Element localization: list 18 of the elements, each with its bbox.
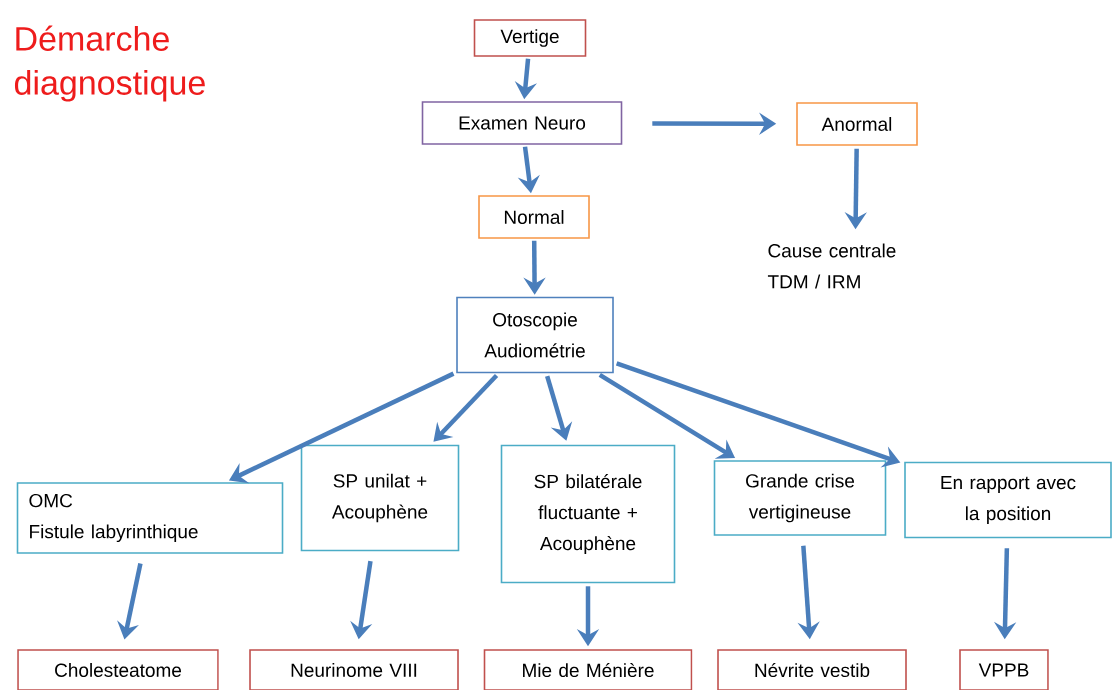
title: Démarche diagnostique (14, 25, 205, 102)
process-box: Grande crise vertigineuse (713, 460, 887, 536)
process-box: OMC Fistule labyrinthique (16, 482, 284, 554)
process-box: Anormal (796, 102, 918, 146)
process-box: Vertige (473, 19, 587, 57)
process-box: VPPB (959, 649, 1049, 690)
process-box: Mie de Ménière (483, 649, 693, 690)
process-box: Neurinome VIII (249, 649, 459, 690)
process-box: SP bilatérale fluctuante + Acouphène (500, 444, 676, 584)
process-box: Examen Neuro (421, 101, 623, 145)
process-box: Névrite vestib (717, 649, 907, 690)
arrow (433, 373, 499, 442)
process-box: Cholesteatome (17, 649, 219, 690)
process-box: Normal (478, 195, 590, 239)
process-box: Otoscopie Audiométrie (456, 296, 614, 374)
result-text: Cause centrale TDM / IRM (767, 243, 896, 289)
process-box: SP unilat + Acouphène (300, 444, 460, 552)
process-box: En rapport avec la position (904, 461, 1112, 539)
